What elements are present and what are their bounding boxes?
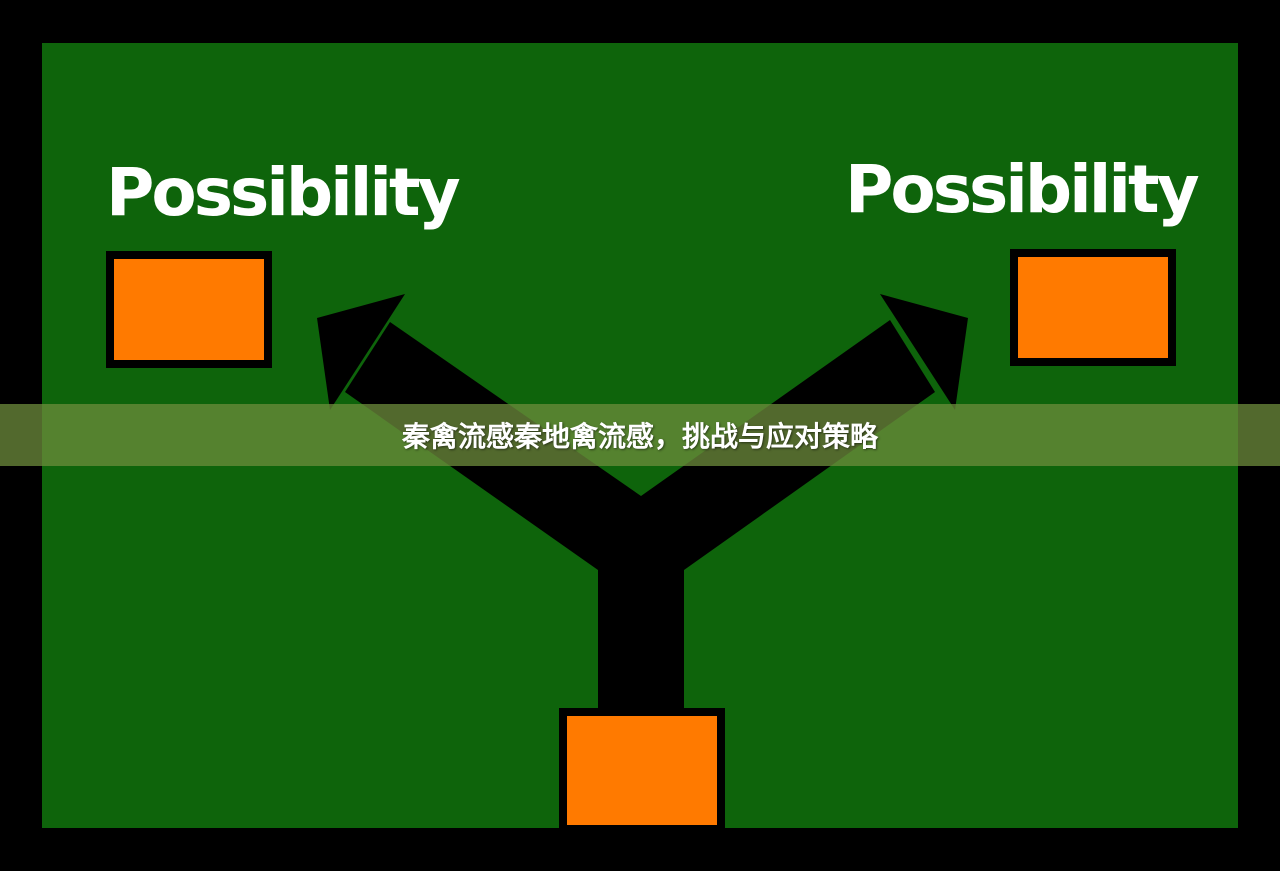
left-arrowhead bbox=[317, 294, 405, 410]
arrow-stem bbox=[598, 560, 684, 712]
banner-title: 秦禽流感秦地禽流感，挑战与应对策略 bbox=[401, 420, 878, 453]
title-banner: 秦禽流感秦地禽流感，挑战与应对策略 bbox=[0, 404, 1280, 466]
left-orange-box bbox=[106, 251, 272, 368]
right-possibility-label: Possibility bbox=[845, 151, 1200, 228]
right-arrowhead bbox=[880, 294, 968, 410]
right-orange-box bbox=[1010, 249, 1176, 366]
bottom-orange-box bbox=[559, 708, 725, 833]
left-possibility-label: Possibility bbox=[106, 154, 461, 231]
